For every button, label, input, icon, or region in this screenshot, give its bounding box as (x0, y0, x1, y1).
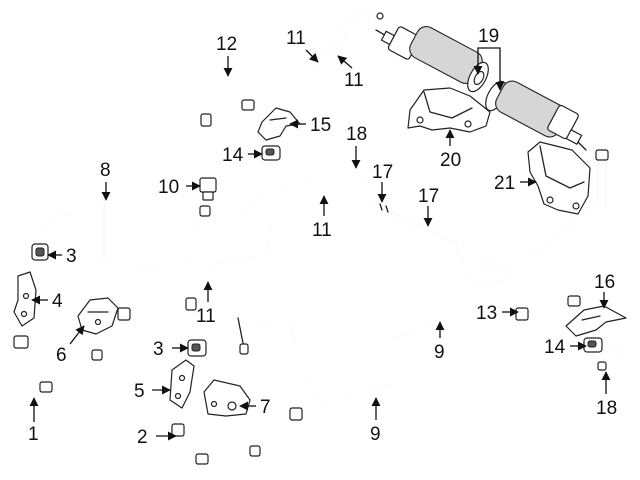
callout-21: 21 (494, 173, 515, 194)
bracket-5 (169, 359, 195, 409)
callout-18-upper: 18 (346, 124, 367, 145)
callout-16: 16 (594, 272, 615, 293)
line-9-left (235, 313, 411, 407)
line-11-middle (185, 213, 271, 311)
line-8 (39, 199, 211, 273)
callout-4: 4 (52, 291, 63, 312)
callout-6: 6 (56, 345, 67, 366)
callout-7: 7 (260, 397, 271, 418)
callout-3-lower: 3 (153, 339, 164, 360)
grommet-14-upper (261, 145, 281, 161)
fitting-10 (199, 177, 217, 201)
line-9-right (377, 279, 521, 363)
callout-11-lower-left: 11 (196, 306, 216, 327)
bracket-7 (203, 379, 251, 417)
clip-16 (565, 305, 627, 337)
callout-14-lower: 14 (544, 337, 566, 358)
hose-1 (13, 307, 131, 393)
line-18-lower (597, 345, 625, 371)
grommet-3-lower (187, 339, 207, 357)
callout-2: 2 (137, 427, 148, 448)
hose-2 (171, 407, 303, 466)
callout-11-top-left: 11 (286, 28, 306, 49)
lines-11-top (301, 11, 384, 71)
callout-19: 19 (478, 26, 499, 47)
callout-10: 10 (158, 177, 179, 198)
bracket-4 (13, 271, 37, 327)
callout-9-lower: 9 (370, 424, 381, 445)
callout-17-left: 17 (372, 162, 393, 183)
clip-15 (257, 107, 301, 141)
callout-labels: 1 2 3 3 4 5 6 7 8 9 9 10 11 11 11 11 12 … (28, 26, 617, 448)
callout-18-lower: 18 (596, 398, 617, 419)
bracket-6 (77, 297, 119, 335)
callout-1: 1 (28, 424, 39, 445)
callout-20: 20 (440, 150, 461, 171)
callout-11-top-right: 11 (344, 70, 364, 91)
bracket-20 (407, 87, 491, 133)
callout-5: 5 (134, 381, 145, 402)
grommet-14-lower (583, 337, 603, 353)
callout-3-upper: 3 (66, 246, 77, 267)
bracket-21 (527, 141, 591, 215)
grommet-3-upper (31, 243, 49, 261)
hose-12 (200, 76, 255, 127)
accumulator-lower (485, 80, 587, 151)
leader-lines (29, 47, 611, 441)
callout-13: 13 (476, 303, 497, 324)
callout-17-right: 17 (418, 186, 439, 207)
callout-14-upper: 14 (222, 145, 244, 166)
callout-11-mid: 11 (312, 220, 332, 241)
accumulator-upper (375, 26, 489, 93)
hose-13 (515, 273, 581, 321)
callout-12: 12 (216, 34, 237, 55)
lines-17-main (239, 149, 609, 273)
callout-9-right: 9 (434, 342, 445, 363)
callout-8: 8 (100, 160, 111, 181)
callout-15: 15 (310, 115, 331, 136)
